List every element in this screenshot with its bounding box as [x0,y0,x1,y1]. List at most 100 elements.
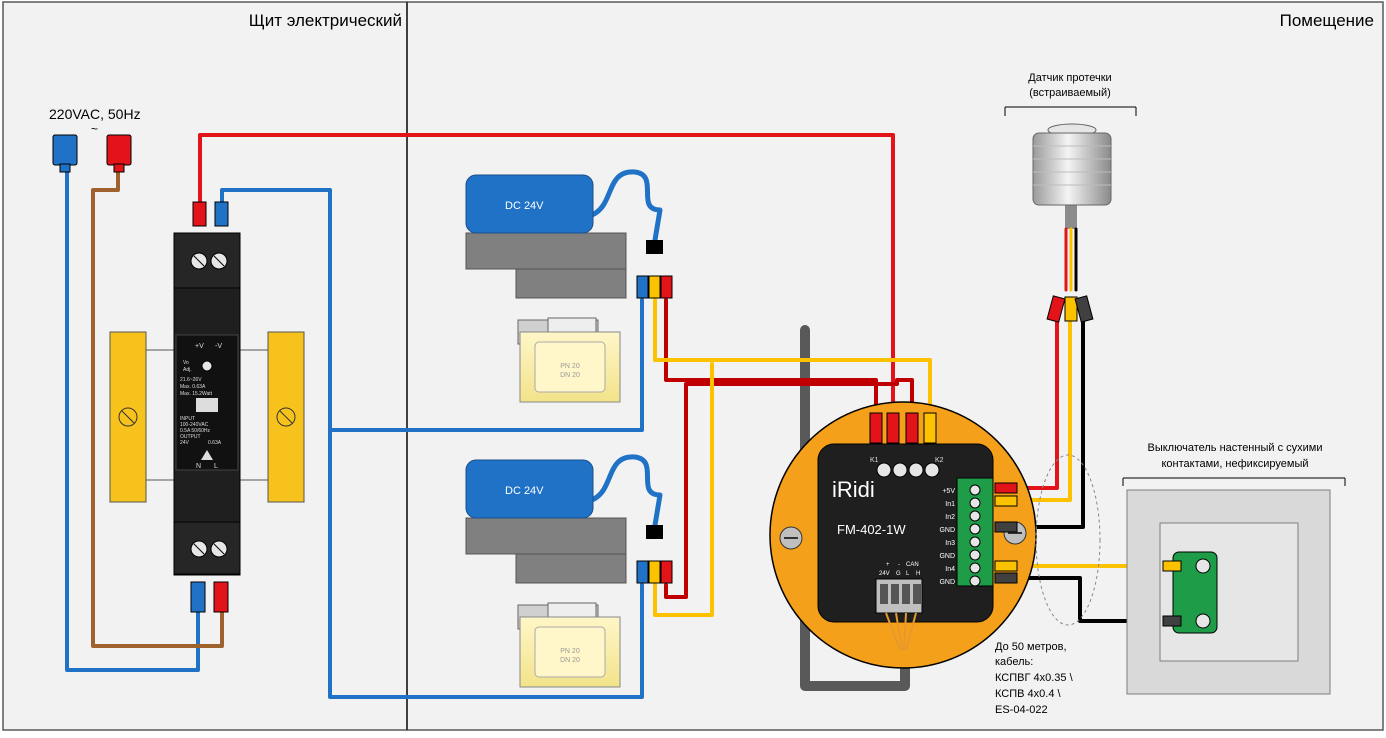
actuator1-cable [589,169,663,243]
mains-ac-symbol: ~ [91,122,98,136]
pin-label-gnd1: GND [939,527,955,534]
sensor-black-plug [1074,295,1094,323]
psu-bottom-screw-1-slot [193,543,205,555]
valve1-actuator-label: DC 24V [505,200,544,212]
mains-blue-plug [52,134,78,166]
psu-plus-plug [192,201,207,227]
psu-input-spec2: 0.5A 50/60Hz [180,428,211,434]
leak-sensor: Датчик протечки (встраиваемый) [1004,72,1137,323]
valve2-actuator-label: DC 24V [505,485,544,497]
cable-note-line4: КСПВ 4х0.4 \ [995,688,1061,700]
valve1-yellow-wire [653,298,932,414]
cable-note-line3: КСПВГ 4х0.35 \ [995,672,1074,684]
valve1-dn-label: DN 20 [560,372,580,379]
pin-label-gnd3: GND [939,579,955,586]
din-brackets [109,331,305,503]
mains-blue-plug-tip [59,163,71,173]
sensor-yellow-plug [1064,296,1078,322]
psu-input-label: INPUT [180,416,195,422]
cable-note-line1: До 50 метров, [995,641,1067,653]
valve2-dn-label: DN 20 [560,657,580,664]
sensor-yellow-wire [1018,310,1072,502]
right-bracket-screw-slot [279,410,293,424]
terminal-screw-8 [969,575,981,587]
can-l-label: L [906,571,910,577]
psu-bottom-screw-2-slot [213,543,225,555]
valve1-pn-label: PN 20 [560,363,580,370]
switch-screw-2 [1195,613,1211,629]
valve2-red-plug [660,560,673,584]
terminal-screw-4 [969,523,981,535]
valve2-body-face [534,626,606,678]
psu-minus-wire-valve1 [220,188,644,432]
psu-label-panel [175,334,239,471]
cable-note-line5: ES-04-022 [995,704,1048,716]
panel-zone-label: Щит электрический [249,11,402,30]
mains-live-wire [91,168,224,648]
psu-n-label: N [196,463,201,470]
mains-label: 220VAC, 50Hz [49,106,141,122]
input-plug-in1 [994,495,1018,507]
sensor-red-wire [1018,310,1059,490]
actuator2-cable [589,454,663,528]
switch-black-wire [1018,576,1172,623]
cable-note: До 50 метров, кабель: КСПВГ 4х0.35 \ КСП… [995,454,1101,716]
left-bracket-screw-slot [121,410,135,424]
terminal-screw-6 [969,549,981,561]
leak-sensor-title: Датчик протечки [1028,72,1111,84]
input-plug-gnd [994,521,1018,533]
input-terminal-screws [969,484,981,587]
can-24v-label: 24V [879,571,890,577]
can-wires [885,612,917,651]
pin-label-in4: In4 [945,566,955,573]
pin-label-5v: +5V [942,488,955,495]
relay-plug-red-3 [905,412,919,444]
valve1-stem [547,317,597,333]
psu-output-voltage: 24V [180,440,190,446]
valve1-red-wire [664,298,878,414]
power-supply: +V -V Vo Adj. 21.6~26V Max. 0.63A Max. 1… [173,201,241,613]
sensor-black-wire [1018,310,1085,529]
controller-model: FM-402-1W [837,522,906,537]
psu-brand-logo [196,398,218,412]
can-g-label: G [896,571,901,577]
valve1-actuator [465,174,594,234]
can-terminal-slot-3 [902,584,910,604]
input-pin-labels: +5V In1 In2 GND In3 GND In4 GND [939,488,955,586]
mains-neutral-wire [65,168,200,672]
psu-warning-icon [201,450,213,460]
wall-switch: Выключатель настенный с сухими контактам… [1122,442,1346,695]
input-plug-in4 [994,560,1018,572]
can-terminal-slot-4 [913,584,921,604]
switch-title: Выключатель настенный с сухими [1148,442,1323,454]
mains-connectors: 220VAC, 50Hz ~ [49,106,141,173]
psu-top-screw-1-slot [193,255,205,267]
sensor-tail [1065,205,1077,229]
room-zone-label: Помещение [1280,11,1374,30]
can-minus-label: - [898,562,900,568]
input-plug-5v [994,482,1018,494]
psu-adjust-knob [201,360,213,372]
cable-note-ellipse [1035,454,1101,626]
psu-l-label: L [214,463,218,470]
valve2-pn-label: PN 20 [560,648,580,655]
terminal-screw-5 [969,536,981,548]
valve2-actuator [465,459,594,519]
pin-label-in1: In1 [945,501,955,508]
relay-plug-red-2 [886,412,900,444]
leak-sensor-body [1032,132,1112,206]
switch-subtitle: контактами, нефиксируемый [1161,458,1308,470]
psu-output-current: 0.63A [208,440,222,446]
switch-screw-1 [1195,558,1211,574]
valve2-red-wire [664,378,914,599]
leak-sensor-subtitle: (встраиваемый) [1029,87,1111,99]
relay-plug-red-1 [869,412,883,444]
can-h-label: H [916,571,920,577]
pin-label-in2: In2 [945,514,955,521]
psu-vminus-label: -V [215,343,222,350]
psu-adj-label: Adj. [183,367,192,373]
psu-output-label: OUTPUT [180,434,201,440]
valve2-yellow-wire [653,362,714,617]
mains-red-plug-tip [113,163,125,173]
